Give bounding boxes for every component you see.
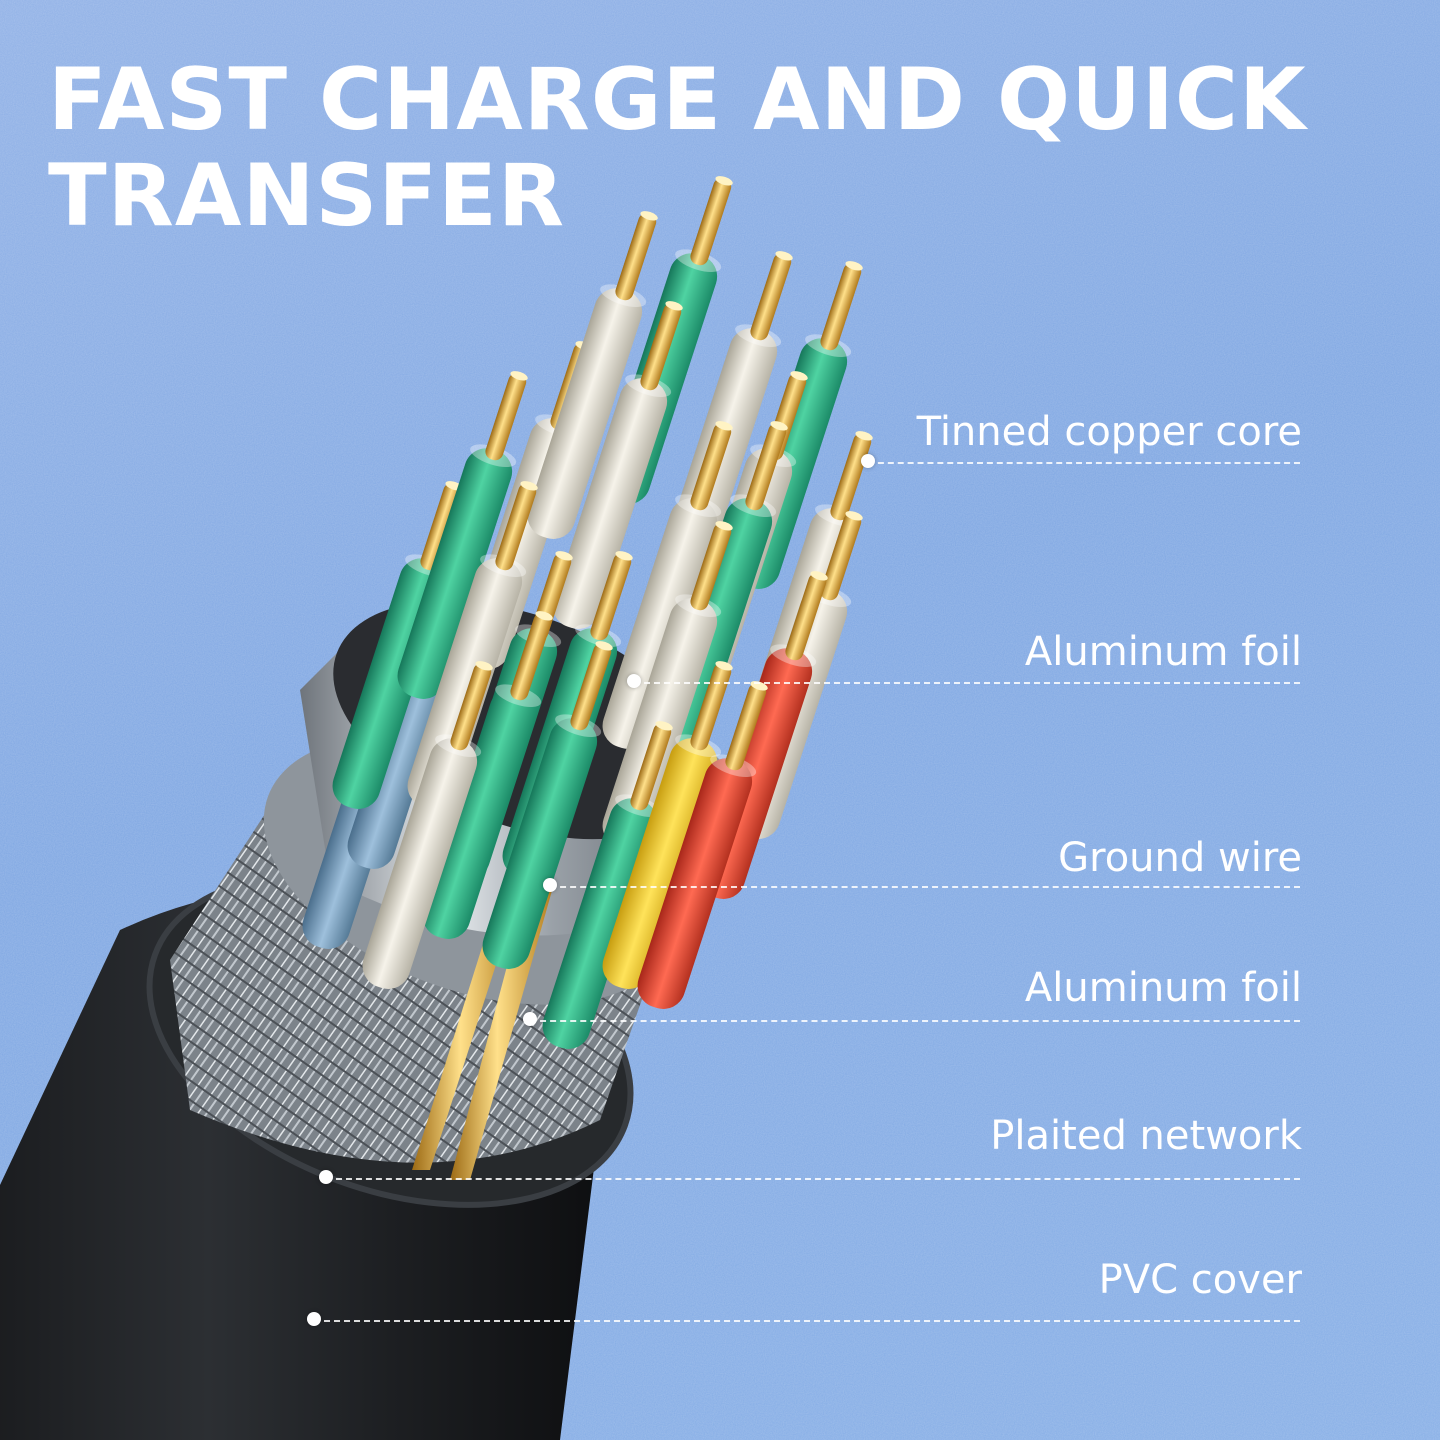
- callout-leader-line: [326, 1178, 1300, 1180]
- insulated-conductor: [527, 211, 658, 539]
- callout-leader-line: [530, 1020, 1300, 1022]
- insulated-conductor: [602, 661, 733, 989]
- callout-dot: [307, 1312, 321, 1326]
- callout-label: Aluminum foil: [1024, 629, 1302, 675]
- callout-label: Tinned copper core: [916, 409, 1302, 455]
- callout-label: Plaited network: [990, 1113, 1302, 1159]
- insulated-conductor: [362, 661, 493, 989]
- callout-label: Aluminum foil: [1024, 965, 1302, 1011]
- callout-dot: [627, 674, 641, 688]
- callout-dot: [523, 1012, 537, 1026]
- headline: FAST CHARGE AND QUICK TRANSFER: [48, 50, 1307, 246]
- callout-leader-line: [868, 462, 1300, 464]
- callout-label: PVC cover: [1098, 1257, 1302, 1303]
- insulated-conductor: [552, 301, 683, 629]
- insulated-conductor: [397, 371, 528, 699]
- callout-label: Ground wire: [1058, 835, 1302, 881]
- callout-dot: [543, 878, 557, 892]
- callout-leader-line: [314, 1320, 1300, 1322]
- insulated-conductor: [542, 721, 673, 1049]
- callout-dot: [319, 1170, 333, 1184]
- insulated-conductor: [482, 641, 613, 969]
- insulated-conductor: [422, 611, 553, 939]
- callout-dot: [861, 454, 875, 468]
- conductor-bundle: [302, 176, 873, 1049]
- callout-leader-line: [634, 682, 1300, 684]
- callout-leader-line: [550, 886, 1300, 888]
